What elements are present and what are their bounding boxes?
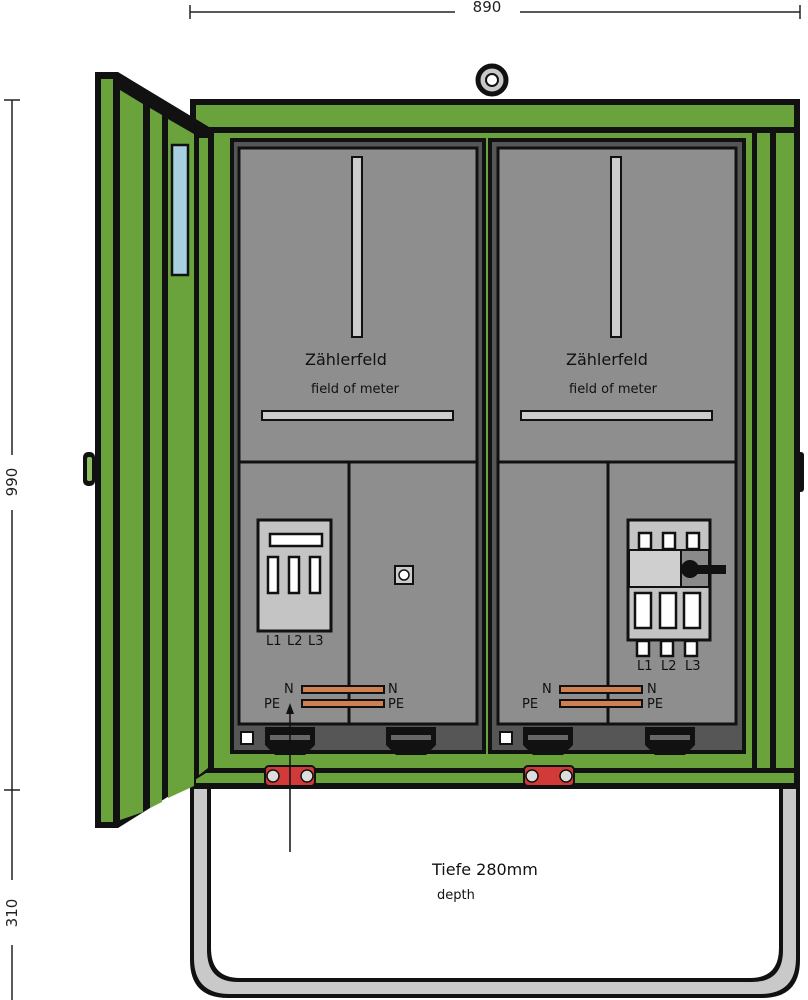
n-label: N xyxy=(388,682,398,697)
mounting-plug xyxy=(523,765,575,787)
fuse-switch-disconnector xyxy=(256,518,333,633)
cable-gland xyxy=(523,727,573,755)
indicator-square xyxy=(240,731,254,745)
right-module: Zählerfeld field of meter L1 L2 L3 N PE … xyxy=(488,138,746,755)
phase-label-l2: L2 xyxy=(661,659,677,674)
door-latch-icon xyxy=(797,452,804,492)
depth-label: Tiefe 280mm xyxy=(431,860,538,879)
phase-label-l3: L3 xyxy=(685,659,701,674)
meter-title: Zählerfeld xyxy=(305,350,387,369)
pe-label: PE xyxy=(264,697,280,712)
left-module: Zählerfeld field of meter L1 L2 L3 N PE … xyxy=(230,138,486,755)
depth-arrow xyxy=(286,703,294,852)
cable-gland xyxy=(645,727,695,755)
height-base-label: 310 xyxy=(3,899,21,928)
pe-label: PE xyxy=(522,697,538,712)
phase-label-l3: L3 xyxy=(308,634,324,649)
pe-label: PE xyxy=(647,697,663,712)
meter-subtitle: field of meter xyxy=(569,382,658,397)
n-busbar xyxy=(301,685,385,694)
depth-sublabel: depth xyxy=(437,888,475,903)
height-cabinet-label: 990 xyxy=(3,468,21,497)
meter-slot xyxy=(610,156,622,338)
n-label: N xyxy=(647,682,657,697)
pe-busbar xyxy=(301,699,385,708)
pe-label: PE xyxy=(388,697,404,712)
n-label: N xyxy=(542,682,552,697)
phase-label-l1: L1 xyxy=(266,634,282,649)
pe-busbar xyxy=(559,699,643,708)
indicator-square xyxy=(499,731,513,745)
door-window xyxy=(170,143,190,277)
width-dimension: 890 xyxy=(189,0,801,19)
height-dimension: 990 310 xyxy=(3,99,21,1000)
meter-rail xyxy=(261,410,454,421)
meter-slot xyxy=(351,156,363,338)
meter-title: Zählerfeld xyxy=(566,350,648,369)
meter-subtitle: field of meter xyxy=(311,382,400,397)
base-stand: Tiefe 280mm depth xyxy=(190,785,800,998)
n-busbar xyxy=(559,685,643,694)
meter-rail xyxy=(520,410,713,421)
phase-label-l2: L2 xyxy=(287,634,303,649)
phase-label-l1: L1 xyxy=(637,659,653,674)
main-switch xyxy=(626,518,726,658)
cable-gland xyxy=(386,727,436,755)
open-door xyxy=(83,72,214,828)
width-label: 890 xyxy=(473,0,502,16)
n-label: N xyxy=(284,682,294,697)
